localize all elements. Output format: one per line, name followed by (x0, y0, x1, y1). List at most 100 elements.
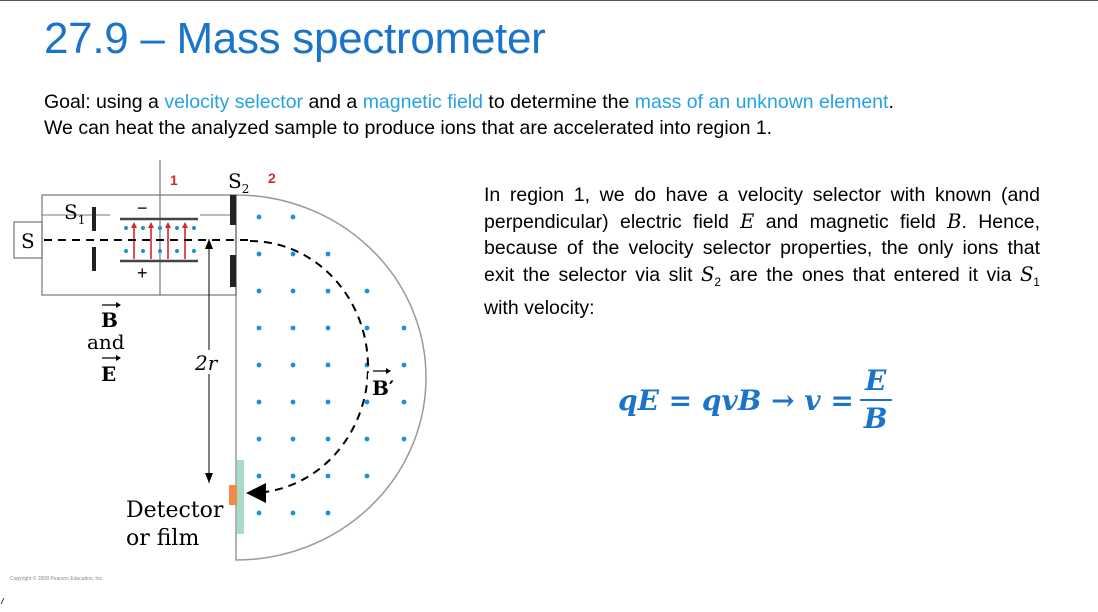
field-Bprime-label: B′ (372, 376, 394, 400)
electric-field-arrowhead (131, 222, 137, 228)
selector-field-dot (124, 249, 128, 253)
field-dot (256, 325, 262, 331)
symbol-S1: S (1019, 262, 1034, 286)
explanation-text: In region 1, we do have a velocity selec… (484, 184, 1040, 233)
goal-highlight-velocity-selector: velocity selector (164, 91, 304, 113)
field-dot (290, 473, 296, 479)
selector-field-dot (192, 249, 196, 253)
field-dot (401, 399, 407, 405)
field-dot (325, 362, 331, 368)
field-dot (401, 436, 407, 442)
region-1-explanation: In region 1, we do have a velocity selec… (484, 182, 1040, 321)
selector-field-dot (141, 226, 145, 230)
explanation-text: with velocity: (484, 296, 595, 319)
source-label: S (21, 229, 35, 253)
velocity-equation: qE = qvB → v = E B (618, 360, 892, 440)
selector-field-dot (192, 226, 196, 230)
field-dot (256, 399, 262, 405)
dimension-arrow-top (205, 239, 213, 249)
field-dot (364, 436, 370, 442)
field-dot (256, 251, 262, 257)
goal-part: and a (303, 91, 363, 113)
field-dot (401, 325, 407, 331)
slit2-label: S2 (228, 169, 249, 196)
electric-field-arrowhead (148, 222, 154, 228)
goal-highlight-magnetic-field: magnetic field (362, 91, 484, 113)
field-Bprime-bg (368, 373, 404, 399)
field-B-label: B (101, 308, 118, 332)
field-B-vector (102, 302, 121, 308)
film-strip (237, 460, 244, 534)
field-dot (401, 362, 407, 368)
explanation-text: and magnetic field (754, 210, 948, 233)
field-dot (325, 251, 331, 257)
magnetic-chamber (235, 194, 427, 561)
field-dot (290, 325, 296, 331)
dimension-arrow-bottom (205, 473, 213, 483)
ion-trajectory (246, 240, 369, 503)
electric-field-arrowhead (182, 222, 188, 228)
field-dot (364, 325, 370, 331)
goal-line-1: Goal: using a velocity selector and a ma… (44, 89, 1084, 115)
slit2-upper (230, 195, 236, 225)
goal-line-2: We can heat the analyzed sample to produ… (44, 117, 773, 139)
top-rule (0, 0, 1098, 1)
radius-label-bg (192, 350, 226, 374)
field-E-label: E (101, 362, 116, 386)
fraction-numerator: E (864, 364, 887, 397)
slit1-lower (92, 247, 96, 271)
slit2-lower (230, 255, 236, 287)
and-label: and (87, 330, 125, 354)
field-dot (256, 214, 262, 220)
region-1-label: 1 (170, 172, 178, 188)
plate-minus-sign: − (137, 198, 148, 218)
goal-part: Goal: using a (44, 91, 165, 113)
explanation-text: . Hence, because of the velocity selecto… (484, 210, 1040, 286)
field-dot (290, 436, 296, 442)
field-dot (256, 436, 262, 442)
equation-lhs: qE = qvB → v = (618, 383, 854, 417)
explanation-text: are the ones that entered it via (721, 263, 1020, 286)
symbol-S2: S (700, 262, 715, 286)
field-dot (290, 288, 296, 294)
field-dot (290, 510, 296, 516)
symbol-B: B (947, 209, 962, 233)
selector-field-dot (141, 249, 145, 253)
detector (229, 485, 237, 505)
symbol-S1-subscript: 1 (1033, 274, 1040, 289)
selector-field-arrows (124, 222, 196, 259)
field-dot (290, 399, 296, 405)
field-dot (256, 362, 262, 368)
field-dot (364, 473, 370, 479)
fraction-denominator: B (863, 402, 888, 435)
selector-field-dot (158, 249, 162, 253)
fraction-bar (859, 399, 892, 401)
field-dot (325, 399, 331, 405)
field-dot (256, 473, 262, 479)
field-Bprime-vector (373, 368, 391, 374)
slit1-upper (92, 207, 96, 231)
field-dot (364, 288, 370, 294)
field-dot (256, 510, 262, 516)
plate-plus-sign: + (137, 263, 148, 283)
goal-part: . (888, 91, 894, 113)
selector-housing (41, 194, 237, 296)
mass-spectrometer-diagram: S 1 S1 − + S2 2 2r B and E (13, 160, 427, 561)
field-dot (290, 251, 296, 257)
corner-mark (0, 598, 9, 604)
selector-field-dot (175, 226, 179, 230)
detector-label: Detector (126, 498, 224, 523)
slide-title: 27.9 – Mass spectrometer (44, 14, 546, 63)
source-box (13, 221, 43, 259)
slit1-label: S1 (64, 200, 85, 227)
radius-label: 2r (194, 351, 219, 375)
equation-fraction: E B (859, 363, 892, 437)
goal-part: to determine the (483, 91, 635, 113)
region-2-label: 2 (268, 170, 276, 186)
goal-highlight-mass: mass of an unknown element (634, 91, 889, 113)
symbol-E: E (740, 209, 755, 233)
field-dot (325, 436, 331, 442)
field-dot (290, 362, 296, 368)
copyright-note: Copyright © 2008 Pearson Education, Inc. (10, 576, 104, 582)
selector-field-dot (158, 226, 162, 230)
